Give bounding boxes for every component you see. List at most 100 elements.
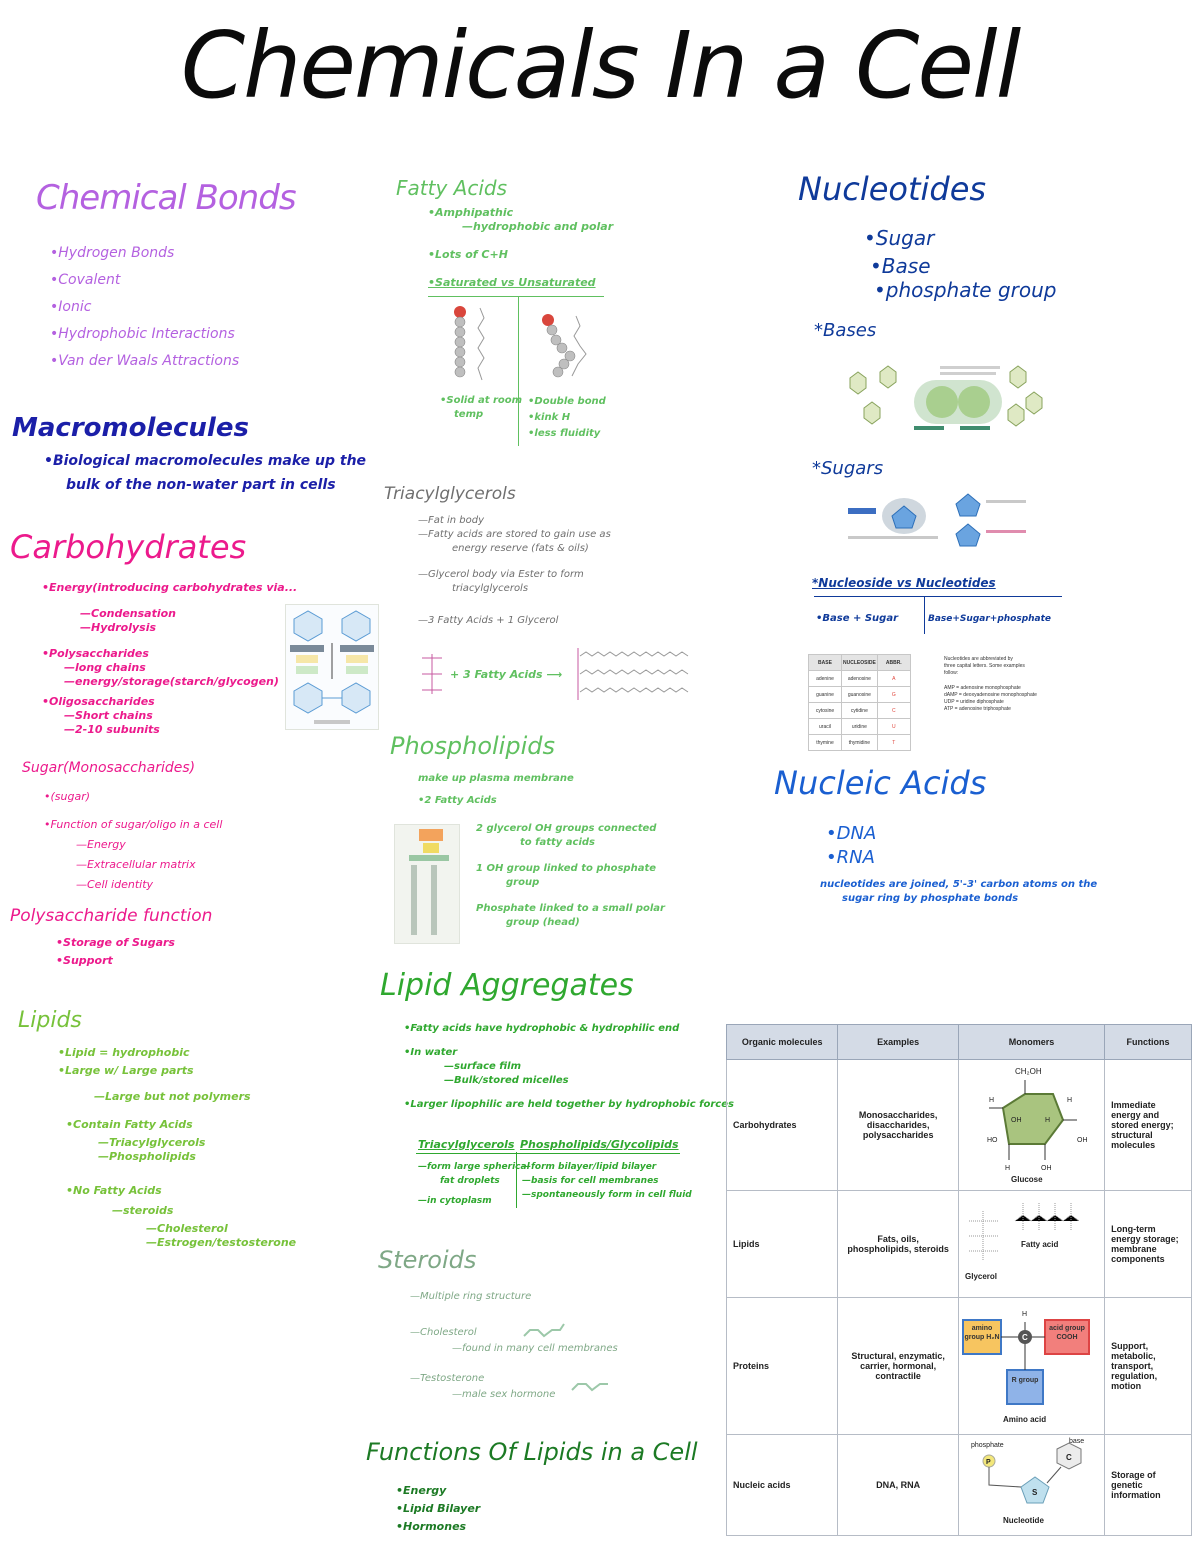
- category-cell: Nucleic acids: [725, 1434, 839, 1536]
- steroids-heading: Steroids: [378, 1246, 477, 1274]
- text-line: •Biological macromolecules make up the: [44, 453, 367, 469]
- table-cell: cytosine: [808, 702, 842, 719]
- text-line: —Estrogen/testosterone: [146, 1236, 297, 1249]
- sugars-diagram: [846, 488, 1052, 550]
- phospholipids-notes: make up plasma membrane •2 Fatty Acids: [418, 772, 574, 808]
- table-row: guanine guanosine G: [808, 686, 911, 703]
- text-line: •2 Fatty Acids: [418, 795, 497, 806]
- text-line: —Extracellular matrix: [76, 858, 196, 871]
- text-line: •DNA: [826, 823, 877, 844]
- text-line: Nucleotides are abbreviated by: [944, 656, 1013, 662]
- triacylglycerols-heading: Triacylglycerols: [384, 484, 516, 504]
- saturated-notes: •Solid at room temp: [440, 394, 522, 422]
- text-line: 1 OH group linked to phosphate: [476, 863, 657, 874]
- carbohydrates-notes: •Energy(introducing carbohydrates via...…: [42, 581, 297, 737]
- text-line: —steroids: [112, 1204, 174, 1217]
- table-cell: cytidine: [841, 702, 878, 719]
- table-row: Nucleic acids DNA, RNA phosphate base P …: [725, 1434, 1192, 1536]
- text-line: •kink H: [528, 412, 571, 423]
- table-row: adenine adenosine A: [808, 670, 911, 687]
- text-line: •Energy(introducing carbohydrates via...: [42, 581, 298, 594]
- nucleotide-label: base: [1069, 1438, 1084, 1445]
- text-line: •Base: [870, 254, 931, 278]
- macromolecules-heading: Macromolecules: [12, 413, 249, 443]
- carbohydrates-heading: Carbohydrates: [10, 528, 247, 566]
- text-line: —Condensation: [80, 607, 177, 620]
- amino-acid-label: C: [1022, 1333, 1028, 1342]
- table-row: Lipids Fats, oils, phospholipids, steroi…: [725, 1190, 1192, 1298]
- chemical-bonds-list: •Hydrogen Bonds •Covalent •Ionic •Hydrop…: [50, 240, 239, 375]
- nucleotide-label: C: [1066, 1453, 1072, 1462]
- text-line: —Large but not polymers: [94, 1090, 251, 1103]
- functions-cell: Long-term energy storage; membrane compo…: [1104, 1190, 1192, 1298]
- unsaturated-fatty-acid-model: [534, 306, 594, 386]
- amino-acid-structure: C H amino group H₂N acid group COOH R gr…: [961, 1311, 1090, 1424]
- page-title: Chemicals In a Cell: [180, 12, 1021, 119]
- text-line: •phosphate group: [874, 278, 1057, 302]
- text-line: —male sex hormone: [452, 1389, 556, 1400]
- text-line: —Cholesterol: [146, 1222, 228, 1235]
- text-line: •Larger lipophilic are held together by …: [404, 1099, 734, 1110]
- text-line: —Energy: [76, 838, 126, 851]
- text-line: bulk of the non-water part in cells: [66, 477, 336, 493]
- examples-cell: Structural, enzymatic, carrier, hormonal…: [837, 1297, 959, 1435]
- functions-cell: Immediate energy and stored energy; stru…: [1104, 1059, 1192, 1191]
- table-cell: U: [876, 718, 911, 735]
- column-header: Organic molecules: [725, 1024, 839, 1060]
- table-cell: thymidine: [841, 734, 878, 751]
- text-line: three capital letters. Some examples: [944, 663, 1025, 669]
- divider: [428, 296, 604, 297]
- triacylglycerols-notes: —Fat in body —Fatty acids are stored to …: [418, 514, 611, 628]
- glycerol-fatty-acid-structure: Fatty acid Glycerol: [965, 1203, 1080, 1281]
- nucleotides-components: •Sugar •Base •phosphate group: [864, 226, 1056, 302]
- amino-acid-label: acid group COOH: [1049, 1325, 1085, 1341]
- table-cell: NUCLEOSIDE: [841, 654, 878, 671]
- table-cell: uracil: [808, 718, 842, 735]
- text-line: •In water: [404, 1047, 458, 1058]
- divider: [518, 296, 519, 446]
- text-line: to fatty acids: [520, 837, 596, 848]
- text-line: group (head): [506, 917, 580, 928]
- table-cell: thymine: [808, 734, 842, 751]
- text-line: ATP = adenosine triphosphate: [944, 706, 1011, 712]
- glucose-label: OH: [1041, 1165, 1052, 1172]
- list-item: •Hydrogen Bonds: [50, 245, 175, 261]
- table-row: Carbohydrates Monosaccharides, disacchar…: [725, 1059, 1192, 1191]
- text-line: sugar ring by phosphate bonds: [842, 893, 1019, 904]
- text-line: —form bilayer/lipid bilayer: [522, 1162, 657, 1172]
- divider: [516, 1152, 517, 1208]
- text-line: UDP = uridine diphosphate: [944, 699, 1004, 705]
- nucleic-acids-list: •DNA •RNA: [826, 822, 876, 870]
- column-header: Functions: [1104, 1024, 1192, 1060]
- category-cell: Proteins: [725, 1297, 839, 1435]
- fatty-acids-heading: Fatty Acids: [396, 176, 507, 200]
- nucleotide-label: S: [1032, 1488, 1038, 1497]
- lipids-heading: Lipids: [18, 1008, 82, 1033]
- table-cell: G: [876, 686, 911, 703]
- glucose-label: H: [1067, 1097, 1072, 1104]
- text-line: —Fat in body: [418, 515, 485, 526]
- table-cell: guanine: [808, 686, 842, 703]
- text-line: —Phospholipids: [98, 1150, 196, 1163]
- category-cell: Carbohydrates: [725, 1059, 839, 1191]
- table-row: Proteins Structural, enzymatic, carrier,…: [725, 1297, 1192, 1435]
- text-line: —Triacylglycerols: [98, 1136, 206, 1149]
- text-line: triacylglycerols: [452, 583, 529, 594]
- text-line: dAMP = deoxyadenosine monophosphate: [944, 692, 1037, 698]
- text-line: •Hormones: [396, 1520, 467, 1533]
- fatty-acids-notes: •Amphipathic —hydrophobic and polar •Lot…: [428, 206, 613, 290]
- table-cell: T: [876, 734, 911, 751]
- text-line: group: [506, 877, 540, 888]
- text-line: —Cholesterol: [410, 1327, 477, 1338]
- nucleoside-definition: •Base + Sugar: [816, 613, 898, 624]
- text-line: —long chains: [64, 661, 146, 674]
- text-line: •Solid at room: [440, 395, 523, 406]
- amino-acid-label: R group: [1011, 1377, 1039, 1384]
- category-cell: Lipids: [725, 1190, 839, 1298]
- nucleotide-abbreviation-note: Nucleotides are abbreviated by three cap…: [944, 656, 1037, 713]
- text-line: nucleotides are joined, 5'-3' carbon ato…: [820, 879, 1098, 890]
- sugar-notes: •(sugar) •Function of sugar/oligo in a c…: [44, 790, 222, 892]
- condensation-hydrolysis-diagram: [285, 604, 379, 730]
- bases-diagram: [840, 352, 1050, 436]
- text-line: •Energy: [396, 1484, 447, 1497]
